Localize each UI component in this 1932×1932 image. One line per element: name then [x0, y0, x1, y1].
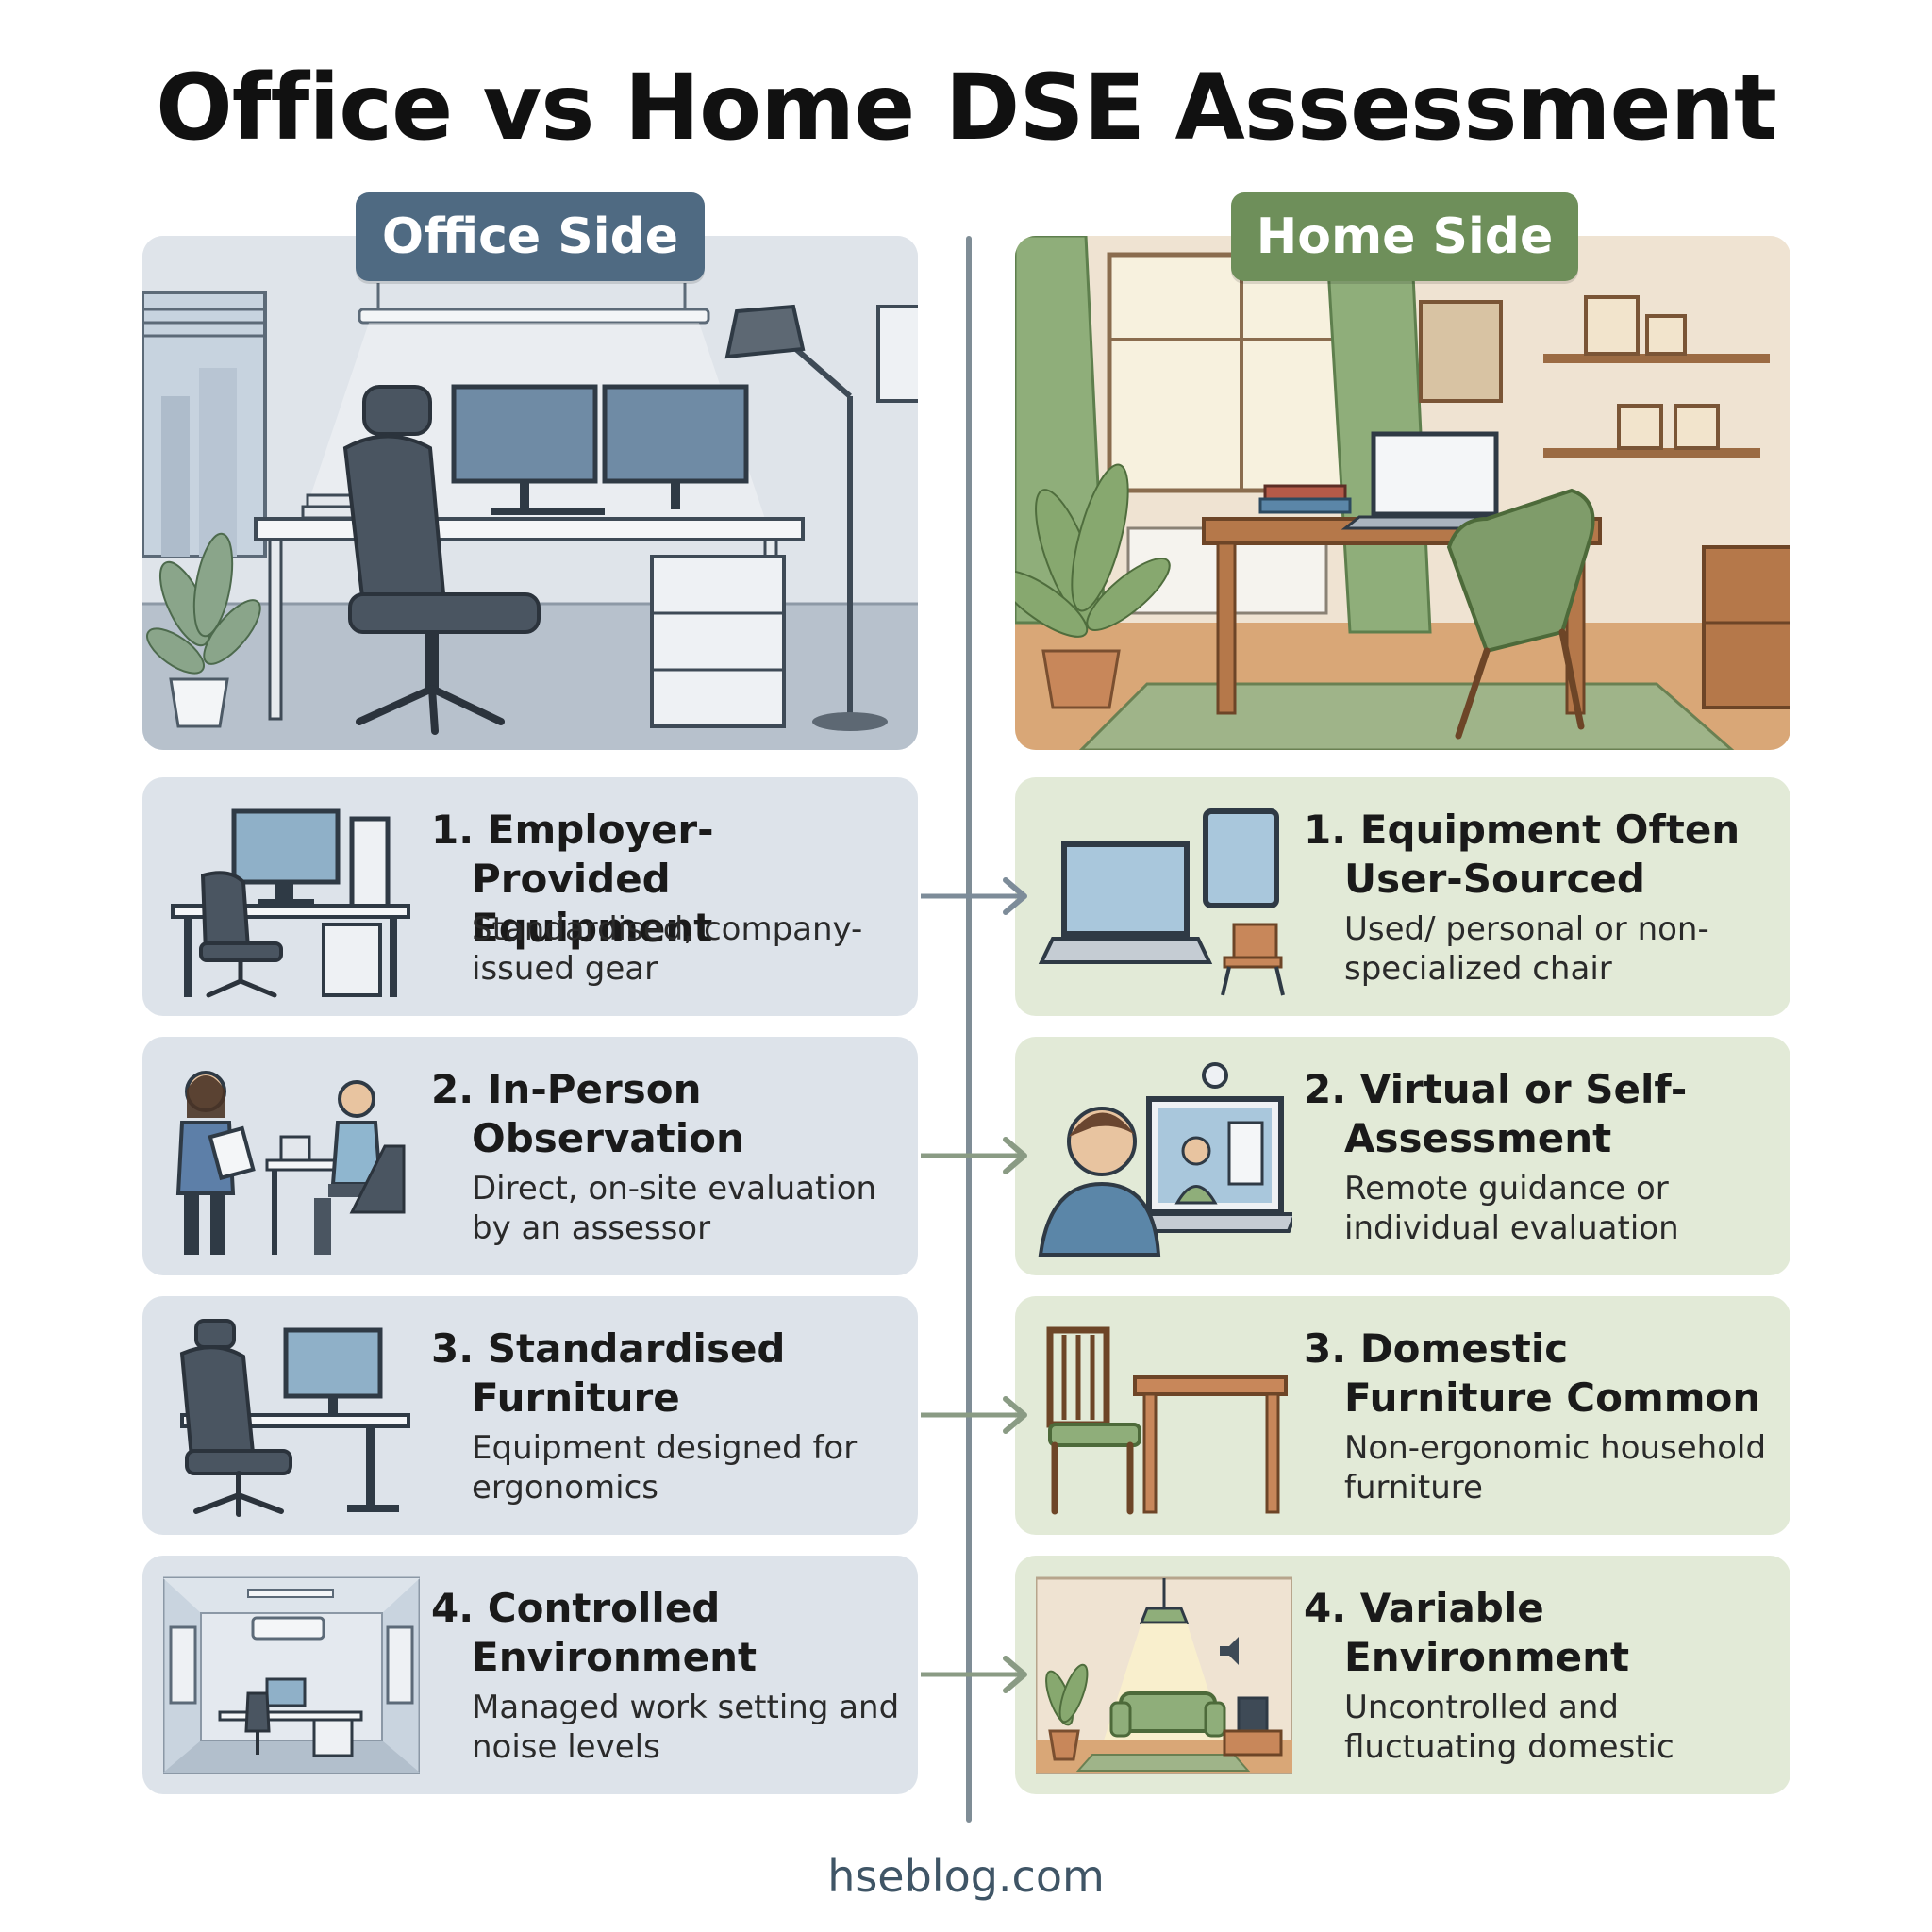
office-item-4-heading: 4. Controlled Environment — [431, 1585, 758, 1680]
home-card-3: 3. Domestic Furniture Common Non-ergonom… — [1015, 1296, 1790, 1535]
home-item-1-description: Used/ personal or non-specialized chair — [1344, 910, 1709, 988]
home-item-4-description: Uncontrolled and fluctuating domestic — [1344, 1689, 1674, 1766]
office-workstation-icon — [163, 792, 420, 1002]
home-item-2-description: Remote guidance or individual evaluation — [1344, 1170, 1679, 1247]
arrow-right-icon — [921, 1137, 1027, 1174]
ergonomic-desk-chair-icon — [163, 1311, 420, 1521]
office-item-1-heading: 1. Employer-Provided Equipment — [431, 807, 714, 951]
office-item-2-description: Direct, on-site evaluation by an assesso… — [472, 1170, 877, 1247]
office-item-3-description: Equipment designed for ergonomics — [472, 1429, 858, 1507]
office-card-2: 2. In-Person Observation Direct, on-site… — [142, 1037, 918, 1275]
office-card-4: 4. Controlled Environment Managed work s… — [142, 1556, 918, 1794]
home-card-1: 1. Equipment Often User-Sourced Used/ pe… — [1015, 777, 1790, 1016]
home-scene-illustration — [1015, 236, 1790, 750]
footer-website: hseblog.com — [827, 1851, 1105, 1902]
home-card-4: 4. Variable Environment Uncontrolled and… — [1015, 1556, 1790, 1794]
office-item-2-heading: 2. In-Person Observation — [431, 1066, 744, 1161]
office-card-3: 3. Standardised Furniture Equipment desi… — [142, 1296, 918, 1535]
center-divider — [966, 236, 972, 1823]
assessor-observation-icon — [163, 1052, 420, 1261]
office-item-1-description: Standardised, company-issued gear — [472, 910, 863, 988]
office-item-3-heading: 3. Standardised Furniture — [431, 1325, 786, 1421]
video-call-icon — [1036, 1052, 1292, 1261]
controlled-office-room-icon — [163, 1571, 420, 1780]
living-room-icon — [1036, 1571, 1292, 1780]
page-title: Office vs Home DSE Assessment — [156, 55, 1777, 160]
arrow-right-icon — [921, 1656, 1027, 1693]
home-item-1-heading: 1. Equipment Often User-Sourced — [1304, 807, 1740, 902]
office-side-label: Office Side — [356, 192, 705, 281]
arrow-right-icon — [921, 1396, 1027, 1434]
home-item-2-heading: 2. Virtual or Self-Assessment — [1304, 1066, 1688, 1161]
home-item-3-description: Non-ergonomic household furniture — [1344, 1429, 1767, 1507]
office-card-1: 1. Employer-Provided Equipment Standardi… — [142, 777, 918, 1016]
home-item-3-heading: 3. Domestic Furniture Common — [1304, 1325, 1761, 1421]
laptop-tablet-chair-icon — [1036, 792, 1292, 1002]
wooden-chair-table-icon — [1036, 1311, 1292, 1521]
home-card-2: 2. Virtual or Self-Assessment Remote gui… — [1015, 1037, 1790, 1275]
home-item-4-heading: 4. Variable Environment — [1304, 1585, 1630, 1680]
office-item-4-description: Managed work setting and noise levels — [472, 1689, 900, 1766]
home-side-label: Home Side — [1231, 192, 1578, 281]
arrow-right-icon — [921, 877, 1027, 915]
office-scene-illustration — [142, 236, 918, 750]
